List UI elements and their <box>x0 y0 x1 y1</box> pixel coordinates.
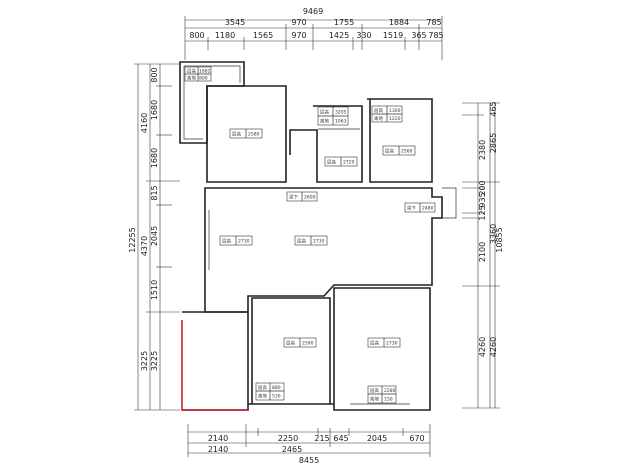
living-left-label: 层高 <box>222 238 231 245</box>
bedroom-right-window-value-2: 150 <box>384 397 393 403</box>
top-dim-1-2: 970 <box>291 18 306 27</box>
bottom-dim-2-2: 2465 <box>282 445 302 454</box>
right-dim-1-2: 2380 <box>478 140 487 160</box>
left-dim-2-3: 1680 <box>150 148 159 168</box>
wc-tag-value-1: 3205 <box>335 110 347 116</box>
right-dim-1-1: 465 <box>489 101 498 116</box>
top-dim-2-4: 970 <box>291 31 306 40</box>
bottom-dim-1-5: 2045 <box>367 434 387 443</box>
bedroom-middle-label: 层高 <box>286 340 295 347</box>
top-dim-1-5: 785 <box>426 18 441 27</box>
top-dim-2-6: 330 <box>356 31 371 40</box>
right-dimension-lines <box>462 102 500 409</box>
bedroom-middle-window-value-1: 880 <box>272 385 281 391</box>
bedroom-middle-value: 2590 <box>302 341 314 347</box>
left-dim-2-6: 1510 <box>150 280 159 300</box>
small-room-tl-value-1: 1882 <box>199 69 211 75</box>
right-small-value-2: 1220 <box>389 116 401 122</box>
bedroom-middle-window-label-2: 离地 <box>258 393 267 400</box>
top-dim-2-3: 1565 <box>253 31 273 40</box>
living-center-value: 2730 <box>313 239 325 245</box>
bottom-overall-dimension: 8455 <box>299 456 319 465</box>
right-overall-dimension: 10855 <box>495 227 504 252</box>
left-dimension-lines <box>134 63 180 411</box>
small-room-tl-label-2: 离地 <box>187 75 196 82</box>
top-dim-2-9: 785 <box>428 31 443 40</box>
top-overall-dimension: 9469 <box>303 7 323 16</box>
right-dim-1-7: 4260 <box>478 337 487 357</box>
top-dim-2-7: 1519 <box>383 31 403 40</box>
beam-right-label: 梁下 <box>407 205 416 212</box>
wc-tag-value-2: 1063 <box>335 119 347 125</box>
wc-tag-label-2: 离地 <box>320 118 329 125</box>
left-dim-1-3: 3225 <box>140 351 149 371</box>
right-dim-1-4: 125 <box>478 205 487 220</box>
beam-left-value: 2600 <box>304 195 316 201</box>
right-dim-1-5: 935 <box>478 192 487 207</box>
left-dim-2-7: 3225 <box>150 351 159 371</box>
bedroom-right-window-value-1: 2280 <box>384 388 396 394</box>
walls <box>179 61 457 411</box>
left-dim-2-1: 800 <box>150 67 159 82</box>
right-small-value-1: 1300 <box>389 108 401 114</box>
left-dim-2-5: 2045 <box>150 226 159 246</box>
top-dim-1-3: 1755 <box>334 18 354 27</box>
left-dim-2-4: 815 <box>150 185 159 200</box>
top-dim-2-1: 800 <box>189 31 204 40</box>
bedroom-right-window-label-2: 离地 <box>370 396 379 403</box>
left-dim-2-2: 1680 <box>150 100 159 120</box>
right-dim-2-1: 2865 <box>489 133 498 153</box>
wc-tag-label-1: 层高 <box>320 109 329 116</box>
bottom-dimension-lines <box>187 424 431 457</box>
bedroom-right-window-label-1: 层高 <box>370 387 379 394</box>
bottom-dim-1-6: 670 <box>409 434 424 443</box>
wc-ceiling-value: 2720 <box>343 160 355 166</box>
bedroom-right-label: 层高 <box>370 340 379 347</box>
wc-ceiling-label: 层高 <box>327 159 336 166</box>
beam-right-value: 2480 <box>422 206 434 212</box>
top-dim-2-8: 365 <box>411 31 426 40</box>
right-small-ceiling-label: 层高 <box>385 148 394 155</box>
right-dim-1-3: 200 <box>478 180 487 195</box>
bottom-dim-1-4: 645 <box>333 434 348 443</box>
top-dim-1-4: 1884 <box>389 18 409 27</box>
bedroom-middle-window-value-2: 530 <box>272 394 281 400</box>
bedroom-top-value: 2580 <box>248 132 260 138</box>
bedroom-top-label: 层高 <box>232 131 241 138</box>
right-dim-1-6: 2100 <box>478 242 487 262</box>
right-dim-2-3: 4260 <box>489 337 498 357</box>
living-left-value: 2730 <box>238 239 250 245</box>
small-room-tl-label-1: 层高 <box>187 68 196 75</box>
top-dimension-lines <box>184 16 443 60</box>
left-overall-dimension: 12255 <box>128 227 137 252</box>
right-dim-2-2: 3360 <box>489 224 498 244</box>
right-small-label-1: 层高 <box>374 107 383 114</box>
right-small-ceiling-value: 2560 <box>401 149 413 155</box>
bottom-dim-1-2: 2250 <box>278 434 298 443</box>
living-center-label: 层高 <box>297 238 306 245</box>
top-dim-2-5: 1425 <box>329 31 349 40</box>
bottom-dim-1-1: 2140 <box>208 434 228 443</box>
left-dim-1-2: 4370 <box>140 236 149 256</box>
left-dim-1-1: 4160 <box>140 113 149 133</box>
top-dim-2-2: 1180 <box>215 31 235 40</box>
beam-left-label: 梁下 <box>289 194 298 201</box>
bottom-dim-2-1: 2140 <box>208 445 228 454</box>
bottom-dim-1-3: 215 <box>314 434 329 443</box>
top-dim-1-1: 3545 <box>225 18 245 27</box>
bedroom-right-value: 2730 <box>386 341 398 347</box>
small-room-tl-value-2: 800 <box>199 76 208 82</box>
bedroom-middle-window-label-1: 层高 <box>258 384 267 391</box>
right-small-label-2: 离地 <box>374 115 383 122</box>
